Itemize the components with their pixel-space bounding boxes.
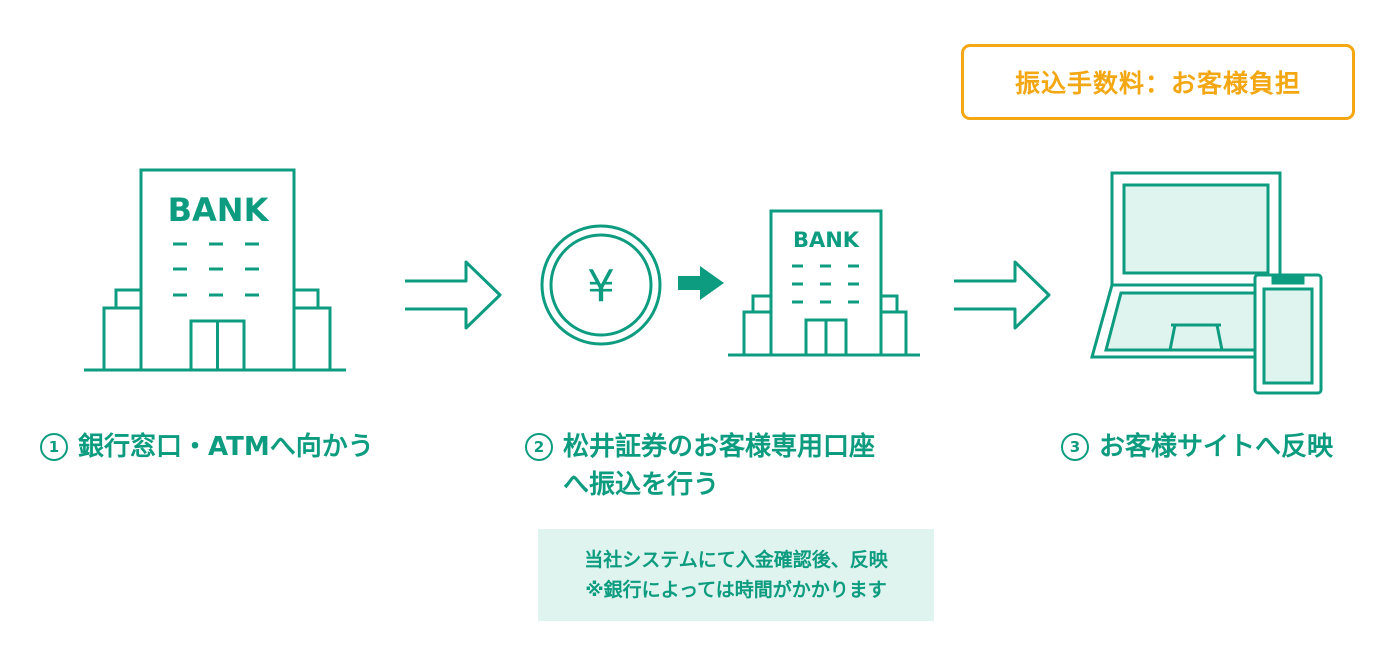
bank-building-icon-small [728,209,920,357]
step-1: 1 銀行窓口・ATMへ向かう [40,428,374,466]
step-2-number-badge: 2 [525,433,553,461]
step-1-number-badge: 1 [40,433,68,461]
step-3-text: お客様サイトへ反映 [1099,432,1334,462]
hollow-arrow-icon-2 [954,260,1051,330]
step-1-text: 銀行窓口・ATMへ向かう [78,432,374,462]
smartphone-icon [1253,273,1323,395]
yen-coin-icon [540,224,662,346]
bank-label-small: BANK [793,228,860,252]
step-2: 2 松井証券のお客様専用口座 へ振込を行う [525,428,875,504]
bank-building-icon-large [84,168,346,372]
flow-diagram: BANK ¥ BANK [84,168,1323,395]
yen-symbol: ¥ [587,261,615,312]
transfer-fee-badge: 振込手数料：お客様負担 [961,44,1355,120]
transfer-fee-label: 振込手数料：お客様負担 [1014,69,1301,98]
step-2-text: 松井証券のお客様専用口座 へ振込を行う [563,432,876,500]
note-line-1: 当社システムにて入金確認後、反映 [584,549,888,571]
bank-label-large: BANK [168,191,270,229]
step-3-number-badge: 3 [1061,433,1089,461]
step-3: 3 お客様サイトへ反映 [1061,428,1333,466]
hollow-arrow-icon-1 [405,260,502,330]
note-line-2: ※銀行によっては時間がかかります [585,579,887,601]
confirmation-note: 当社システムにて入金確認後、反映 ※銀行によっては時間がかかります [538,529,934,621]
laptop-icon [1090,171,1302,359]
solid-arrow-icon [678,266,724,300]
